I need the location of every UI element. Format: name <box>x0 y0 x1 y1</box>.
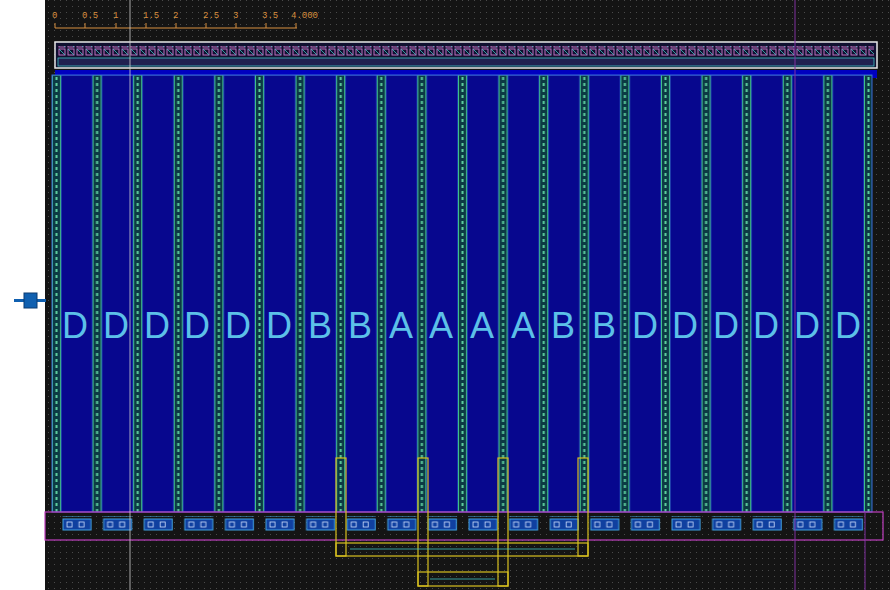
ruler-tick-label: 3 <box>233 12 238 21</box>
ruler-tick-label: 1 <box>113 12 118 21</box>
device-label: D <box>103 308 129 344</box>
device-label: B <box>308 308 332 344</box>
device-label: B <box>551 308 575 344</box>
device-label: D <box>266 308 292 344</box>
device-label: D <box>632 308 658 344</box>
ruler-tick-label: 0.5 <box>82 12 98 21</box>
device-label: D <box>672 308 698 344</box>
device-label: A <box>511 308 535 344</box>
ruler-tick-label: 1.5 <box>143 12 159 21</box>
device-label: D <box>225 308 251 344</box>
device-label: D <box>753 308 779 344</box>
device-label: A <box>470 308 494 344</box>
device-label: D <box>62 308 88 344</box>
device-label: D <box>835 308 861 344</box>
device-label: A <box>429 308 453 344</box>
device-label: B <box>592 308 616 344</box>
device-label: A <box>389 308 413 344</box>
ruler-tick-label: 4.000 <box>291 12 318 21</box>
ruler-tick-label: 2.5 <box>203 12 219 21</box>
device-label: B <box>348 308 372 344</box>
ruler-tick-label: 2 <box>173 12 178 21</box>
device-label: D <box>144 308 170 344</box>
device-label: D <box>713 308 739 344</box>
device-label: D <box>184 308 210 344</box>
device-label: D <box>794 308 820 344</box>
ruler-tick-label: 0 <box>52 12 57 21</box>
ruler-tick-label: 3.5 <box>262 12 278 21</box>
